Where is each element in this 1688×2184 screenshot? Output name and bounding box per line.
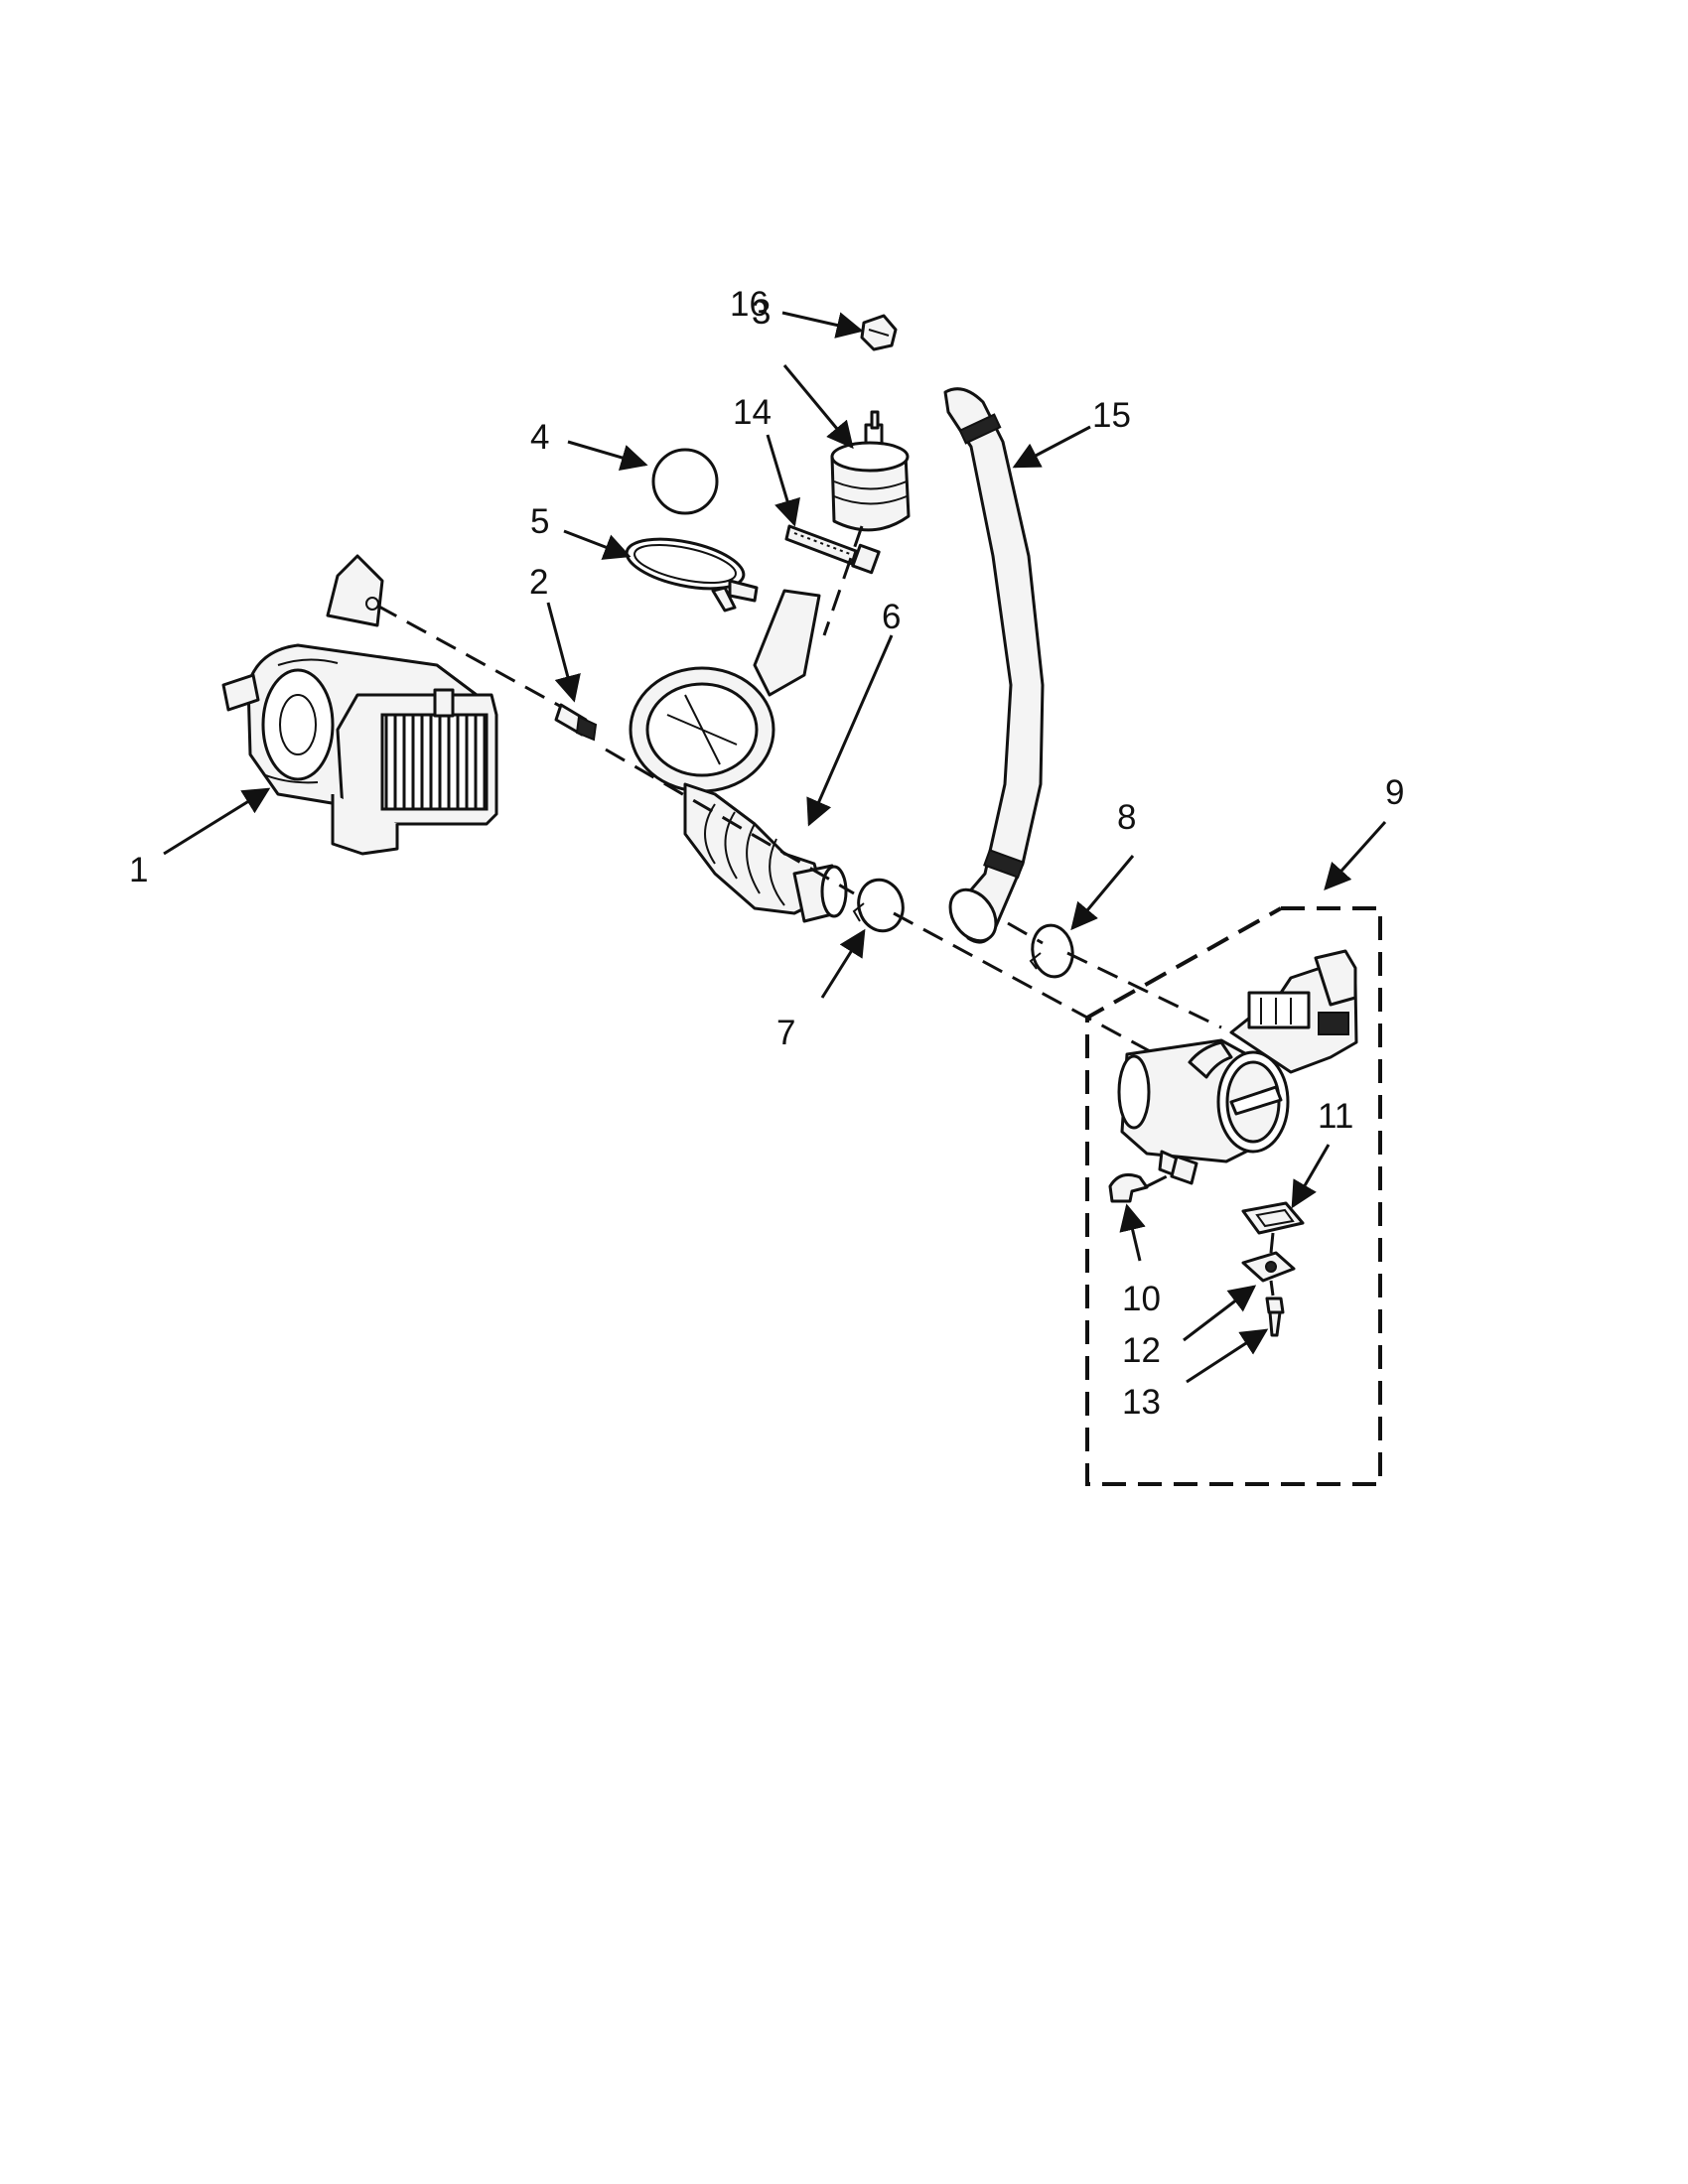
drive-motor (221, 554, 498, 856)
callout-5: 5 (530, 502, 549, 541)
callout-12: 12 (1122, 1331, 1161, 1370)
pump-screw (1265, 1297, 1285, 1337)
callout-11: 11 (1318, 1097, 1353, 1136)
callout-2: 2 (529, 563, 548, 602)
callout-numbers: 1 2 3 4 5 6 7 8 9 10 11 12 13 14 15 16 (129, 285, 1404, 1422)
pump-clip (1108, 1173, 1168, 1203)
callout-15: 15 (1092, 396, 1131, 435)
callout-16: 16 (730, 285, 769, 324)
hose-clip (860, 314, 898, 351)
callout-6: 6 (882, 598, 901, 636)
callout-4: 4 (530, 418, 549, 457)
pump-bracket (1241, 1251, 1296, 1283)
pump-grommet (1241, 1201, 1305, 1235)
pump-assembly-box (1085, 906, 1382, 1486)
callout-1: 1 (129, 851, 148, 889)
air-trap-sensor (830, 410, 911, 532)
motor-bolt (554, 703, 598, 742)
part-4-disc (651, 448, 719, 515)
callout-8: 8 (1117, 798, 1136, 837)
hose-clamp-8 (1029, 923, 1074, 979)
drain-pump (1117, 949, 1358, 1185)
cable-tie (784, 524, 881, 575)
callout-14: 14 (733, 393, 772, 432)
callout-13: 13 (1122, 1383, 1161, 1422)
callout-9: 9 (1385, 773, 1404, 812)
leader-lines (163, 311, 1387, 1384)
pump-clamp (852, 878, 905, 933)
callout-10: 10 (1122, 1280, 1161, 1318)
tub-drain-hose (629, 589, 848, 923)
drain-hose (943, 387, 1045, 944)
hose-clamp (625, 537, 759, 613)
callout-7: 7 (776, 1014, 795, 1052)
callout-3: 3 (752, 293, 771, 332)
